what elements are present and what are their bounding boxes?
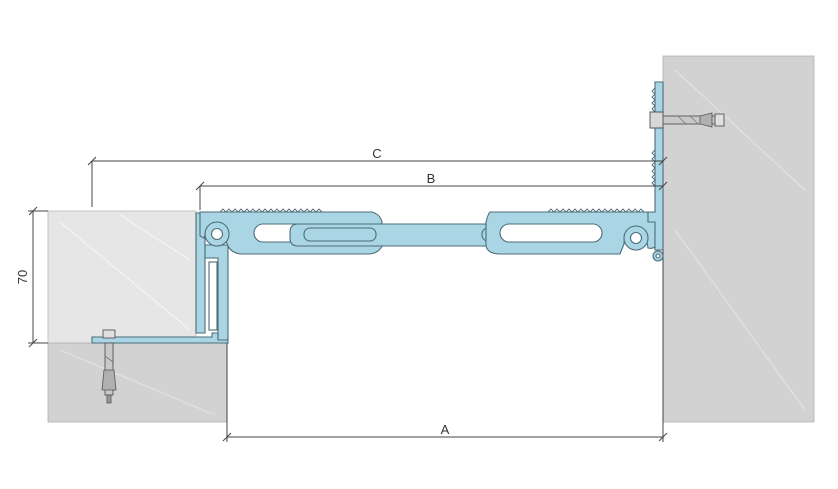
hatch-line bbox=[59, 349, 216, 416]
right-anchor-bolt-icon bbox=[649, 111, 725, 129]
hatch-line bbox=[674, 229, 806, 411]
left-profile bbox=[91, 212, 229, 344]
right-serration bbox=[547, 208, 645, 213]
dimension-c bbox=[87, 156, 668, 207]
left-anchor-bolt-icon bbox=[101, 329, 117, 404]
dimension-height-label: 70 bbox=[15, 270, 30, 284]
hatch-line bbox=[59, 221, 191, 331]
dimension-b bbox=[195, 181, 668, 210]
dimension-a-label: A bbox=[441, 422, 450, 437]
left-serration bbox=[219, 208, 323, 213]
dimension-b-label: B bbox=[427, 171, 436, 186]
right-wall bbox=[662, 55, 815, 423]
dimension-c-label: C bbox=[372, 146, 381, 161]
cover-assembly bbox=[199, 211, 661, 255]
dimension-height bbox=[28, 206, 48, 348]
hatch-line bbox=[674, 69, 806, 191]
hatch-line bbox=[119, 214, 191, 261]
dimension-a bbox=[222, 432, 668, 442]
